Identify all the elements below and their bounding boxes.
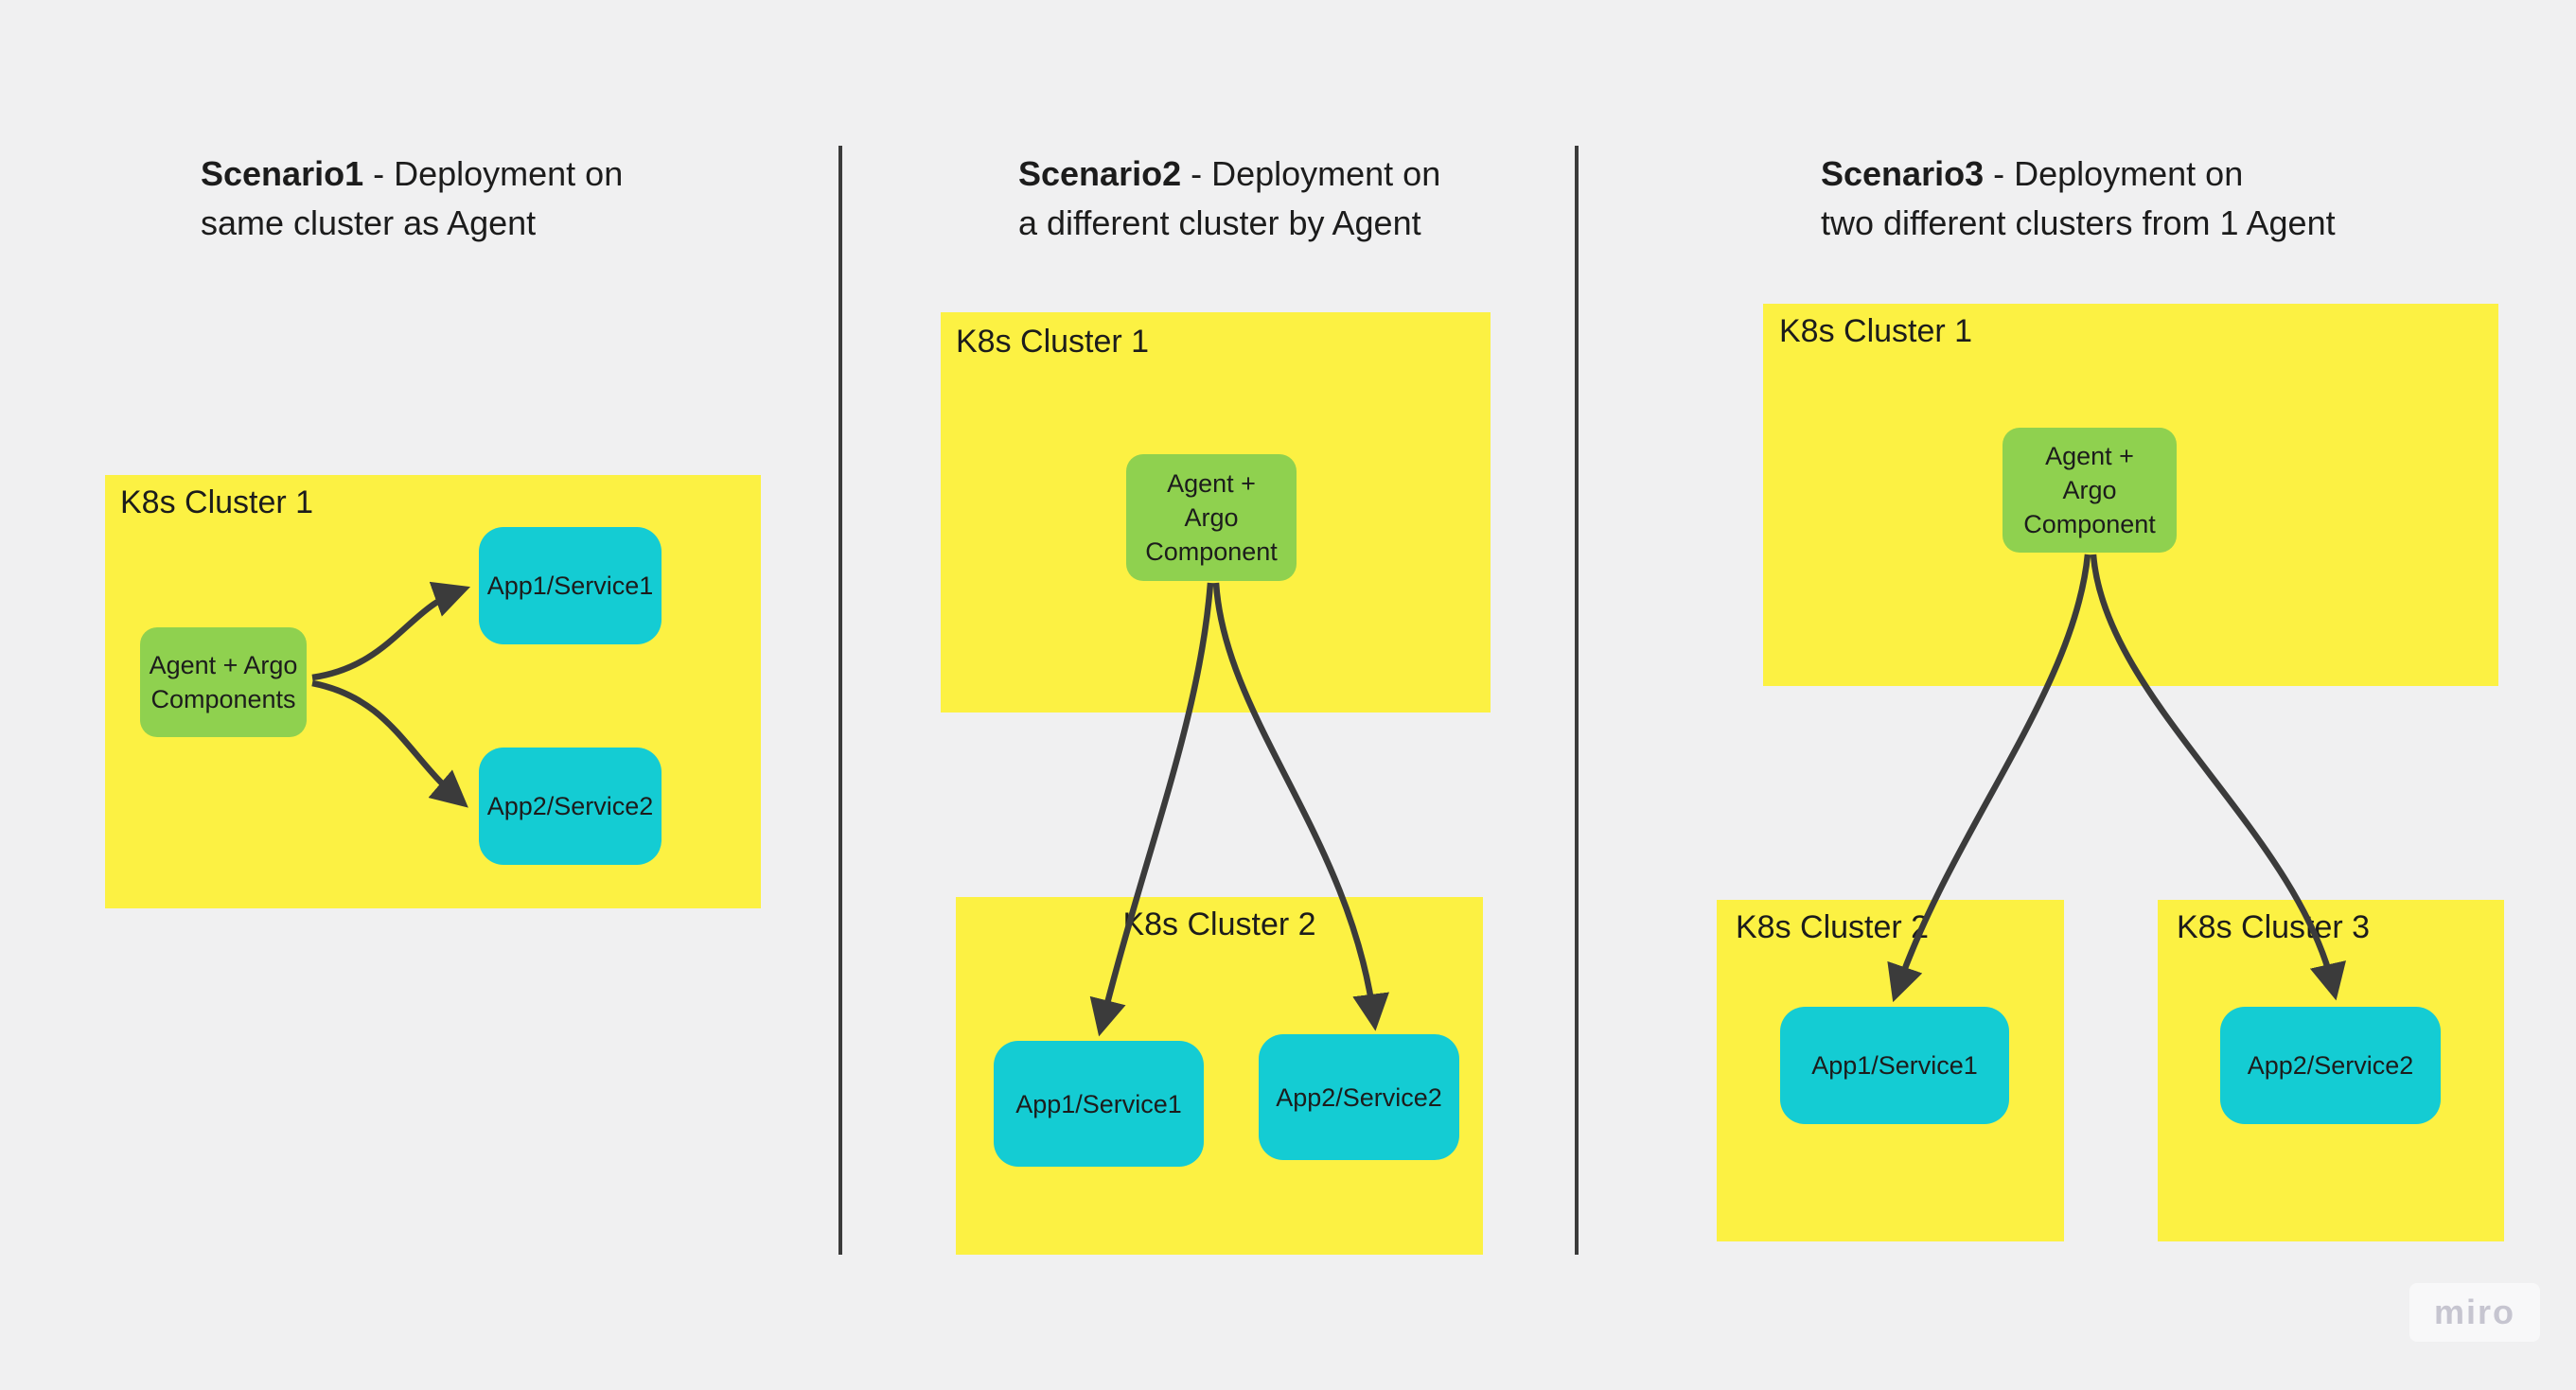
scenario1-app2-node[interactable]: App2/Service2 xyxy=(479,748,662,865)
scenario2-title-bold: Scenario2 xyxy=(1018,154,1182,193)
scenario3-title-line2: two different clusters from 1 Agent xyxy=(1821,203,2336,242)
scenario3-cluster3-label[interactable]: K8s Cluster 3 xyxy=(2177,909,2371,945)
scenario2-title[interactable]: Scenario2 - Deployment on a different cl… xyxy=(1018,150,1440,248)
scenario1-agent-node[interactable]: Agent + Argo Components xyxy=(140,627,307,737)
miro-watermark: miro xyxy=(2409,1283,2540,1342)
scenario1-title-line1: Scenario1 - Deployment on xyxy=(201,150,623,199)
scenario3-app1-node[interactable]: App1/Service1 xyxy=(1780,1007,2009,1124)
scenario2-app2-node[interactable]: App2/Service2 xyxy=(1259,1034,1459,1160)
scenario3-title[interactable]: Scenario3 - Deployment on two different … xyxy=(1821,150,2336,248)
scenario3-title-bold: Scenario3 xyxy=(1821,154,1985,193)
scenario2-app1-node[interactable]: App1/Service1 xyxy=(994,1041,1204,1167)
scenario3-agent-node[interactable]: Agent + Argo Component xyxy=(2003,428,2177,553)
scenario2-title-line1: Scenario2 - Deployment on xyxy=(1018,150,1440,199)
scenario3-title-line1: Scenario3 - Deployment on xyxy=(1821,150,2336,199)
scenario3-title-rest: - Deployment on xyxy=(1984,154,2244,193)
scenario1-title-bold: Scenario1 xyxy=(201,154,364,193)
scenario2-cluster2-label[interactable]: K8s Cluster 2 xyxy=(1122,906,1316,942)
column-divider-2[interactable] xyxy=(1575,146,1579,1255)
scenario1-cluster1-label[interactable]: K8s Cluster 1 xyxy=(120,484,314,520)
scenario1-title-line2: same cluster as Agent xyxy=(201,203,537,242)
scenario3-cluster2-label[interactable]: K8s Cluster 2 xyxy=(1736,909,1930,945)
scenario1-app1-node[interactable]: App1/Service1 xyxy=(479,527,662,644)
scenario1-title-rest: - Deployment on xyxy=(363,154,624,193)
scenario2-title-rest: - Deployment on xyxy=(1181,154,1441,193)
scenario2-title-line2: a different cluster by Agent xyxy=(1018,203,1421,242)
scenario3-app2-node[interactable]: App2/Service2 xyxy=(2220,1007,2441,1124)
miro-watermark-label: miro xyxy=(2433,1293,2515,1331)
column-divider-1[interactable] xyxy=(838,146,842,1255)
scenario2-cluster1-label[interactable]: K8s Cluster 1 xyxy=(956,324,1150,360)
scenario3-cluster1-label[interactable]: K8s Cluster 1 xyxy=(1779,313,1973,349)
scenario1-title[interactable]: Scenario1 - Deployment on same cluster a… xyxy=(201,150,623,248)
scenario2-agent-node[interactable]: Agent + Argo Component xyxy=(1126,454,1297,581)
